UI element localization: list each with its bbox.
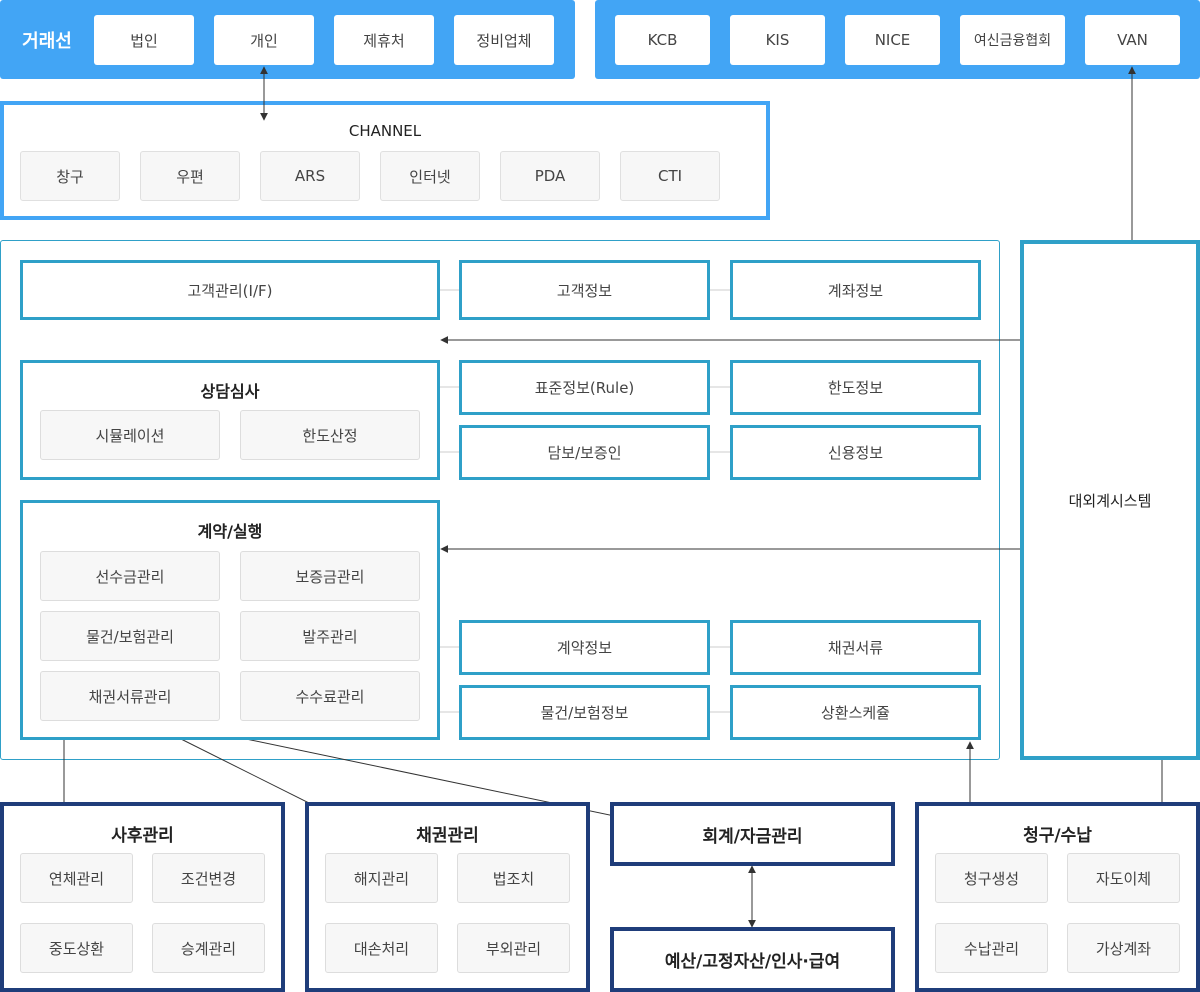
early-repayment[interactable]: 중도상환 [20,923,133,973]
property-insurance-management[interactable]: 물건/보험관리 [40,611,220,661]
account-info[interactable]: 계좌정보 [730,260,981,320]
counterparty-title: 거래선 [22,31,72,52]
bond-management-title: 채권관리 [416,825,479,846]
contract-info[interactable]: 계약정보 [459,620,710,675]
legal-action[interactable]: 법조치 [457,853,570,903]
advance-payment-management[interactable]: 선수금관리 [40,551,220,601]
channel-pda[interactable]: PDA [500,151,600,201]
simulation[interactable]: 시뮬레이션 [40,410,220,460]
limit-info[interactable]: 한도정보 [730,360,981,415]
collection-management[interactable]: 수납관리 [935,923,1048,973]
collateral-guarantor[interactable]: 담보/보증인 [459,425,710,480]
credit-info[interactable]: 신용정보 [730,425,981,480]
billing-collection-box: 청구/수납 청구생성 자도이체 수납관리 가상계좌 [915,802,1200,992]
channel-title: CHANNEL [348,122,422,140]
counterparty-partner[interactable]: 제휴처 [334,15,434,65]
deposit-management[interactable]: 보증금관리 [240,551,420,601]
billing-collection-title: 청구/수납 [1023,825,1092,846]
property-insurance-info[interactable]: 물건/보험정보 [459,685,710,740]
channel-internet[interactable]: 인터넷 [380,151,480,201]
bill-generation[interactable]: 청구생성 [935,853,1048,903]
after-management-title: 사후관리 [111,825,174,846]
accounting-fund-management[interactable]: 회계/자금관리 [610,802,895,866]
delinquency-management[interactable]: 연체관리 [20,853,133,903]
agency-kcb[interactable]: KCB [615,15,710,65]
arrow-contract-accounting [207,728,668,830]
consult-review-group: 상담심사 시뮬레이션 한도산정 [20,360,440,480]
repayment-schedule[interactable]: 상환스케쥴 [730,685,981,740]
fee-management[interactable]: 수수료관리 [240,671,420,721]
bond-document-management[interactable]: 채권서류관리 [40,671,220,721]
bond-documents[interactable]: 채권서류 [730,620,981,675]
bad-debt-processing[interactable]: 대손처리 [325,923,438,973]
budget-asset-hr-payroll[interactable]: 예산/고정자산/인사·급여 [610,927,895,992]
agency-nice[interactable]: NICE [845,15,940,65]
virtual-account[interactable]: 가상계좌 [1067,923,1180,973]
limit-calculation[interactable]: 한도산정 [240,410,420,460]
succession-management[interactable]: 승계관리 [152,923,265,973]
channel-ars[interactable]: ARS [260,151,360,201]
consult-review-title: 상담심사 [200,382,260,401]
customer-info[interactable]: 고객정보 [459,260,710,320]
counterparty-repair-shop[interactable]: 정비업체 [454,15,554,65]
bond-management-box: 채권관리 해지관리 법조치 대손처리 부외관리 [305,802,590,992]
off-balance-management[interactable]: 부외관리 [457,923,570,973]
counterparty-individual[interactable]: 개인 [214,15,314,65]
after-management-box: 사후관리 연체관리 조건변경 중도상환 승계관리 [0,802,285,992]
channel-mail[interactable]: 우편 [140,151,240,201]
external-system[interactable]: 대외계시스템 [1020,240,1200,760]
order-management[interactable]: 발주관리 [240,611,420,661]
standard-info-rule[interactable]: 표준정보(Rule) [459,360,710,415]
customer-management-if[interactable]: 고객관리(I/F) [20,260,440,320]
agency-van[interactable]: VAN [1085,15,1180,65]
external-agency-bar: KCB KIS NICE 여신금융협회 VAN [595,0,1200,79]
auto-transfer[interactable]: 자도이체 [1067,853,1180,903]
agency-kis[interactable]: KIS [730,15,825,65]
condition-change[interactable]: 조건변경 [152,853,265,903]
counterparty-bar: 거래선 법인 개인 제휴처 정비업체 [0,0,575,79]
agency-credit-finance-association[interactable]: 여신금융협회 [960,15,1065,65]
channel-counter[interactable]: 창구 [20,151,120,201]
contract-execution-title: 계약/실행 [197,522,263,541]
contract-execution-group: 계약/실행 선수금관리 보증금관리 물건/보험관리 발주관리 채권서류관리 수수… [20,500,440,740]
termination-management[interactable]: 해지관리 [325,853,438,903]
channel-box: CHANNEL 창구 우편 ARS 인터넷 PDA CTI [0,101,770,220]
channel-cti[interactable]: CTI [620,151,720,201]
counterparty-corporate[interactable]: 법인 [94,15,194,65]
